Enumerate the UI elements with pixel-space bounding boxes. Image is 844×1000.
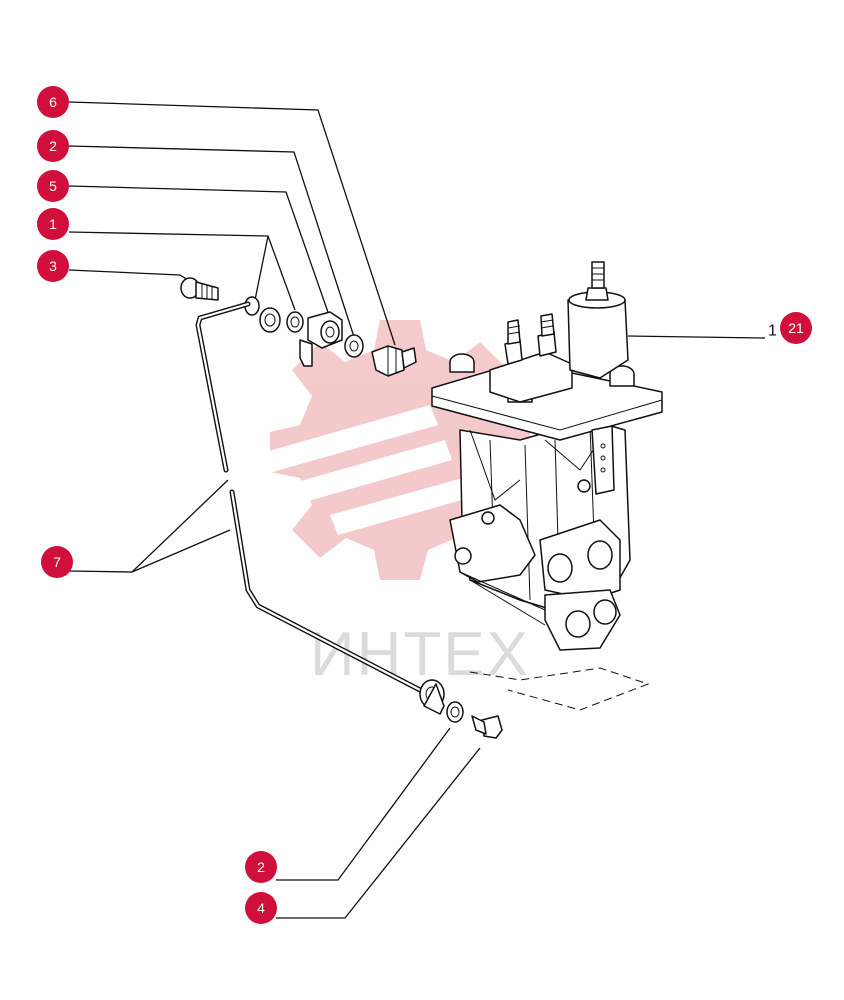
leader-line-2-bottom [276, 727, 451, 881]
callout-6-label: 6 [49, 94, 57, 110]
fuel-pipe-7 [195, 301, 445, 715]
banjo-bolt-3 [180, 277, 219, 301]
washer-2-bottom [446, 701, 464, 723]
leader-line-3 [68, 269, 197, 286]
callout-2-top: 2 [37, 130, 69, 162]
leader-line-7a [68, 479, 229, 573]
callout-4-label: 4 [257, 900, 265, 916]
callout-1: 1 [37, 208, 69, 240]
callout-1-label: 1 [49, 216, 57, 232]
banjo-fitting-5 [299, 311, 343, 367]
callout-5: 5 [37, 170, 69, 202]
callout-5-label: 5 [49, 178, 57, 194]
reference-prefix: 1 [768, 323, 777, 340]
reference-badge-label: 21 [788, 320, 804, 336]
callout-7-label: 7 [53, 554, 61, 570]
callout-6: 6 [37, 86, 69, 118]
callout-7: 7 [41, 546, 73, 578]
leader-line-6 [68, 101, 396, 346]
leader-line-4 [276, 747, 481, 919]
pressure-switch-6 [371, 345, 417, 377]
washer-2-top [344, 334, 364, 358]
leader-line-ref [627, 335, 766, 339]
leader-line-7b [131, 529, 231, 573]
bolt-4 [471, 715, 503, 739]
fuel-injection-pump [431, 261, 663, 711]
callout-3-label: 3 [49, 258, 57, 274]
leader-line-5 [68, 185, 331, 319]
callout-2-bottom: 2 [245, 851, 277, 883]
callout-4: 4 [245, 892, 277, 924]
reference-callout: 1 21 [768, 312, 812, 344]
callout-2-top-label: 2 [49, 138, 57, 154]
leader-line-2-top [68, 145, 356, 341]
watermark-text: ИНТЕХ [310, 620, 530, 689]
leader-line-1-branch [254, 235, 269, 301]
seal-washers-1 [244, 296, 304, 333]
callout-3: 3 [37, 250, 69, 282]
callout-2-bottom-label: 2 [257, 859, 265, 875]
